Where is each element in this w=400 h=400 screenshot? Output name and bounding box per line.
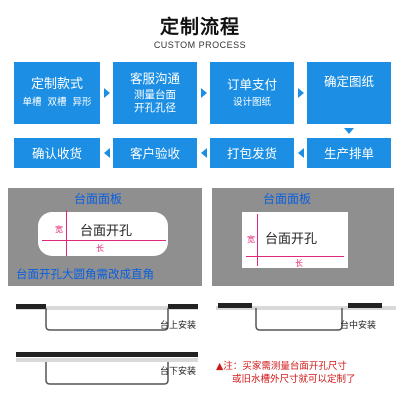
page-subtitle: CUSTOM PROCESS [153,40,247,50]
length-dimension-label: 长 [295,259,303,268]
width-dimension-label: 宽 [55,225,63,234]
step-label: 定制款式 [30,77,83,92]
opening-label: 台面开孔 [80,224,133,239]
step-label: 生产排单 [323,145,374,161]
warning-icon: ▲注： [216,361,243,372]
width-dimension-label: 宽 [247,235,255,244]
step-customer-service: 客服沟通 测量台面 开孔孔径 [113,62,197,124]
corner-note: 台面开孔大圆角需改成直角 [16,267,154,281]
step-pack-ship: 打包发货 [210,138,294,168]
under-mount-diagram [16,352,198,385]
note-line-2: 或旧水槽外尺寸就可以定制了 [232,374,356,385]
arrow-down-icon [344,128,354,134]
step-confirm-receipt: 确认收货 [14,138,100,168]
panel-label: 台面面板 [263,192,312,206]
width-dimension-line [66,210,67,256]
step-label: 打包发货 [226,145,277,161]
page-title: 定制流程 [159,16,240,38]
step-sub: 测量台面 开孔孔径 [134,89,176,114]
panel-label: 台面面板 [74,192,123,206]
install-label: 台下安装 [160,367,197,377]
top-mount-diagram [16,304,198,331]
length-dimension-line [42,240,166,241]
step-confirm-drawing: 确定图纸 [307,62,391,124]
flush-mount-diagram [216,303,396,331]
opening-label: 台面开孔 [265,232,318,247]
install-label: 台上安装 [160,321,197,331]
square-opening [242,212,348,268]
step-sub: 单槽 双槽 异形 [22,97,92,108]
rounded-opening [38,212,168,256]
arrow-left-icon [201,148,207,158]
step-custom-style: 定制款式 单槽 双槽 异形 [14,62,100,124]
measurement-note: ▲注：买家需测量台面开孔尺寸 或旧水槽外尺寸就可以定制了 [216,360,400,386]
step-label: 客服沟通 [129,71,180,86]
step-label: 订单支付 [226,77,277,92]
step-sub: 设计图纸 [232,97,271,108]
step-label: 客户验收 [129,145,180,161]
note-line-1: 买家需测量台面开孔尺寸 [242,361,347,372]
step-customer-inspection: 客户验收 [113,138,197,168]
arrow-right-icon [298,88,304,98]
arrow-left-icon [104,148,110,158]
step-label: 确定图纸 [323,74,374,89]
step-order-payment: 订单支付 设计图纸 [210,62,294,124]
length-dimension-label: 长 [96,244,104,253]
arrow-right-icon [201,88,207,98]
arrow-left-icon [298,148,304,158]
install-label: 台中安装 [340,321,377,331]
length-dimension-line [246,256,344,257]
step-production: 生产排单 [307,138,391,168]
width-dimension-line [257,214,258,266]
arrow-right-icon [104,88,110,98]
step-label: 确认收货 [31,145,82,161]
